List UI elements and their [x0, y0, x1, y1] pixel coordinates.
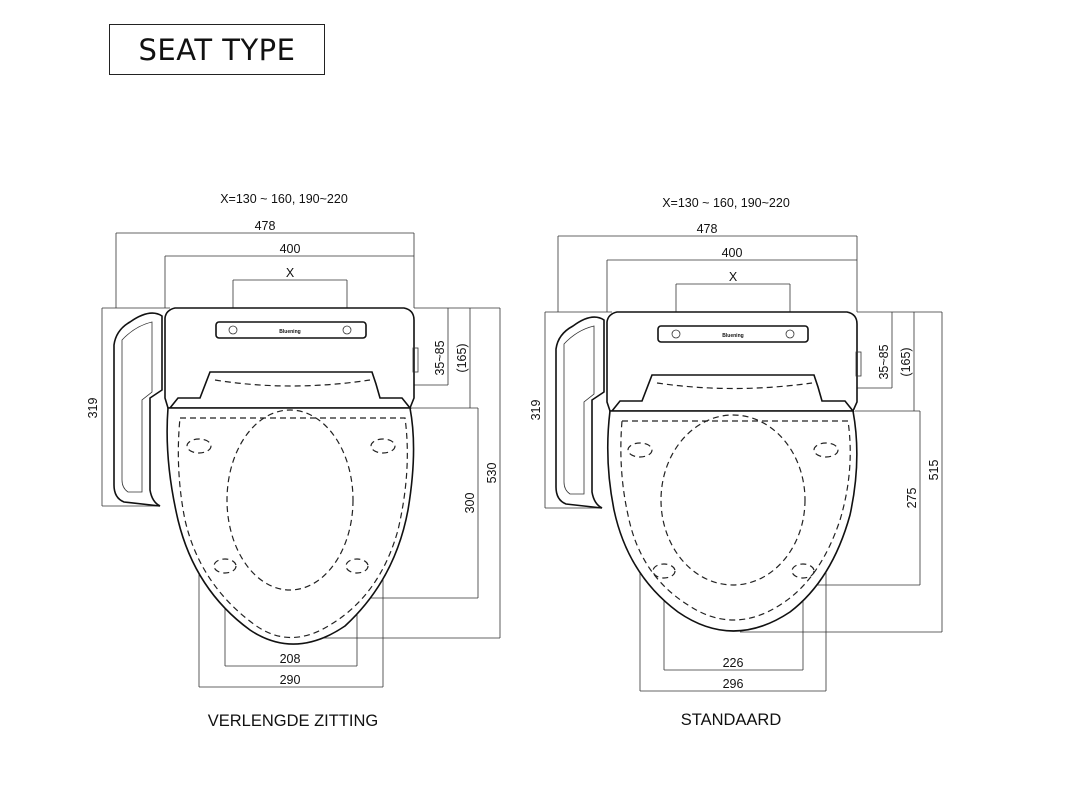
seat-opening	[660, 414, 806, 586]
dim-length: 300	[463, 493, 477, 514]
bumper-pad	[627, 442, 653, 458]
bumper-pad	[186, 438, 212, 454]
side-dimension-lines	[544, 311, 612, 509]
dim-bottom-inner: 226	[723, 656, 744, 670]
dim-inner-width: 400	[722, 246, 743, 260]
diagram-elongated: X=130 ~ 160, 190~220 478 400 X 319	[86, 192, 501, 730]
dim-x: X	[729, 270, 738, 284]
caption-elongated: VERLENGDE ZITTING	[208, 712, 379, 730]
dim-total-length: 530	[485, 463, 499, 484]
page-title: SEAT TYPE	[109, 24, 325, 75]
side-handle	[555, 316, 605, 509]
caption-standard: STANDAARD	[681, 711, 782, 729]
bumper-pad	[370, 438, 396, 454]
bumper-pad	[213, 558, 237, 574]
dim-offset: 35~85	[433, 340, 447, 375]
dim-outer-width: 478	[255, 219, 276, 233]
dim-offset2: (165)	[899, 347, 913, 376]
dim-side-height: 319	[529, 400, 543, 421]
diagram-standard: X=130 ~ 160, 190~220 478 400 X 319	[529, 196, 943, 729]
dim-x: X	[286, 266, 295, 280]
dim-length: 275	[905, 488, 919, 509]
dim-side-height: 319	[86, 398, 100, 419]
control-panel	[657, 325, 809, 343]
dim-bottom-inner: 208	[280, 652, 301, 666]
svg-text:Bluening: Bluening	[279, 329, 300, 335]
dim-inner-width: 400	[280, 242, 301, 256]
bumper-pad	[791, 563, 815, 579]
dim-bottom-outer: 296	[723, 677, 744, 691]
bumper-pad	[345, 558, 369, 574]
side-dimension-lines	[101, 307, 170, 507]
dim-offset2: (165)	[455, 343, 469, 372]
dim-outer-width: 478	[697, 222, 718, 236]
bumper-pad	[813, 442, 839, 458]
x-range-label: X=130 ~ 160, 190~220	[662, 196, 790, 210]
svg-text:Bluening: Bluening	[722, 333, 743, 339]
seat-opening	[226, 409, 354, 591]
bumper-pad	[652, 563, 676, 579]
control-panel	[215, 321, 367, 339]
top-dimension-lines	[557, 235, 858, 334]
side-handle	[113, 312, 163, 507]
dim-offset: 35~85	[877, 344, 891, 379]
seat-ring	[166, 407, 415, 645]
dim-total-length: 515	[927, 460, 941, 481]
x-range-label: X=130 ~ 160, 190~220	[220, 192, 348, 206]
dim-bottom-outer: 290	[280, 673, 301, 687]
